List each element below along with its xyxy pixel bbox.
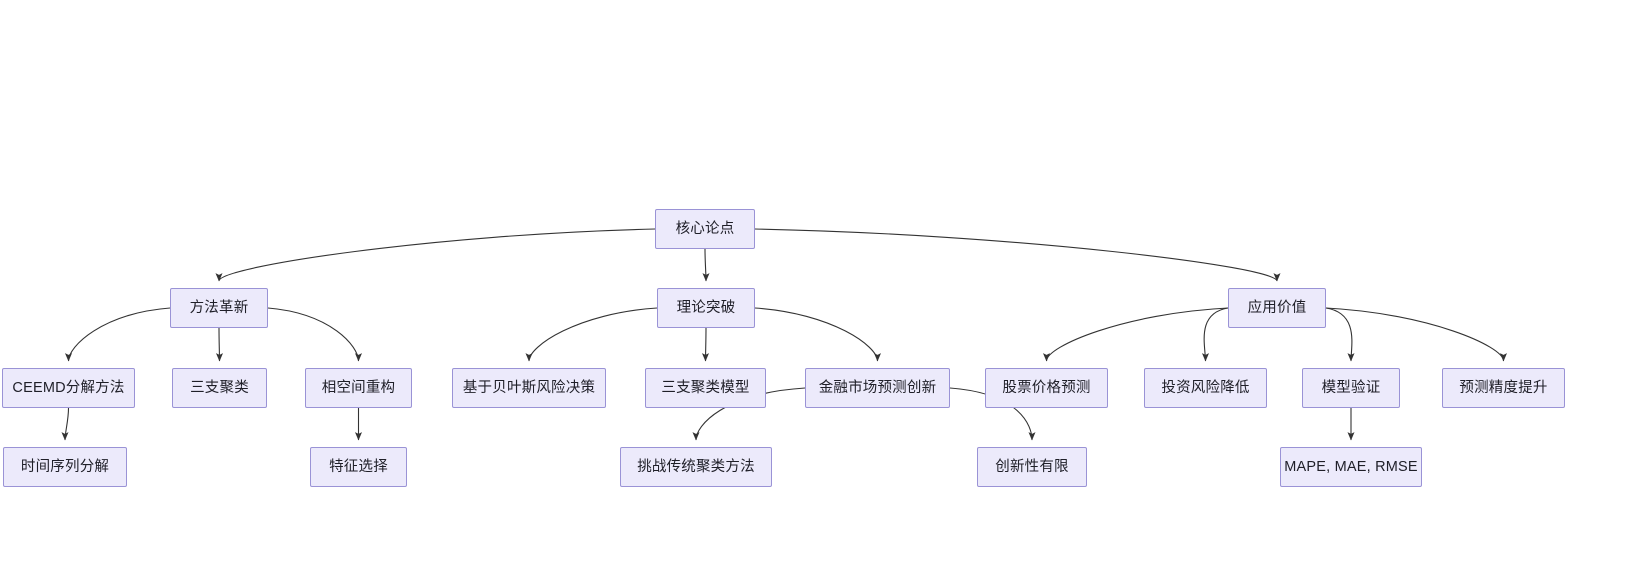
node-d1[interactable]: 时间序列分解 <box>3 447 127 487</box>
node-label: 挑战传统聚类方法 <box>637 458 755 475</box>
edge-b2-to-c6 <box>754 307 881 362</box>
node-label: CEEMD分解方法 <box>12 379 125 396</box>
node-d2[interactable]: 特征选择 <box>310 447 407 487</box>
node-c4[interactable]: 基于贝叶斯风险决策 <box>452 368 606 408</box>
edge-b1-to-c1 <box>64 307 171 362</box>
edge-b1-to-c2 <box>215 327 224 362</box>
node-label: 基于贝叶斯风险决策 <box>462 379 596 396</box>
node-d5[interactable]: MAPE, MAE, RMSE <box>1280 447 1422 487</box>
node-c8[interactable]: 投资风险降低 <box>1144 368 1267 408</box>
node-b3[interactable]: 应用价值 <box>1228 288 1326 328</box>
node-root[interactable]: 核心论点 <box>655 209 755 249</box>
node-c9[interactable]: 模型验证 <box>1302 368 1400 408</box>
node-label: 核心论点 <box>675 220 735 237</box>
node-c2[interactable]: 三支聚类 <box>172 368 267 408</box>
node-c10[interactable]: 预测精度提升 <box>1442 368 1565 408</box>
node-label: 创新性有限 <box>995 458 1069 475</box>
node-d4[interactable]: 创新性有限 <box>977 447 1087 487</box>
edge-b2-to-c5 <box>701 327 710 362</box>
node-label: 股票价格预测 <box>1002 379 1091 396</box>
edge-b2-to-c4 <box>525 307 658 362</box>
node-c6[interactable]: 金融市场预测创新 <box>805 368 950 408</box>
edge-b3-to-c9 <box>1325 307 1355 362</box>
edge-root-to-b3 <box>754 228 1281 282</box>
node-label: 投资风险降低 <box>1161 379 1250 396</box>
node-label: 特征选择 <box>329 458 388 475</box>
edge-b3-to-c8 <box>1201 307 1229 362</box>
edge-b3-to-c7 <box>1043 307 1229 362</box>
node-label: MAPE, MAE, RMSE <box>1284 458 1418 475</box>
edge-c1-to-d1 <box>61 407 70 441</box>
node-c5[interactable]: 三支聚类模型 <box>645 368 766 408</box>
node-label: 应用价值 <box>1247 299 1307 316</box>
node-label: 模型验证 <box>1321 379 1381 396</box>
node-d3[interactable]: 挑战传统聚类方法 <box>620 447 772 487</box>
node-label: 方法革新 <box>189 299 249 316</box>
node-label: 三支聚类模型 <box>661 379 750 396</box>
edge-b3-to-c10 <box>1325 307 1507 362</box>
node-label: 时间序列分解 <box>20 458 110 475</box>
node-label: 三支聚类 <box>190 379 249 396</box>
node-label: 预测精度提升 <box>1459 379 1548 396</box>
node-c7[interactable]: 股票价格预测 <box>985 368 1108 408</box>
edge-root-to-b1 <box>215 228 656 282</box>
node-c1[interactable]: CEEMD分解方法 <box>2 368 135 408</box>
node-b1[interactable]: 方法革新 <box>170 288 268 328</box>
node-label: 金融市场预测创新 <box>818 379 937 396</box>
edge-b1-to-c3 <box>267 307 363 362</box>
edge-paths <box>61 228 1507 441</box>
node-b2[interactable]: 理论突破 <box>657 288 755 328</box>
node-c3[interactable]: 相空间重构 <box>305 368 412 408</box>
node-label: 理论突破 <box>676 299 736 316</box>
edge-root-to-b2 <box>702 248 710 282</box>
node-label: 相空间重构 <box>321 379 396 396</box>
